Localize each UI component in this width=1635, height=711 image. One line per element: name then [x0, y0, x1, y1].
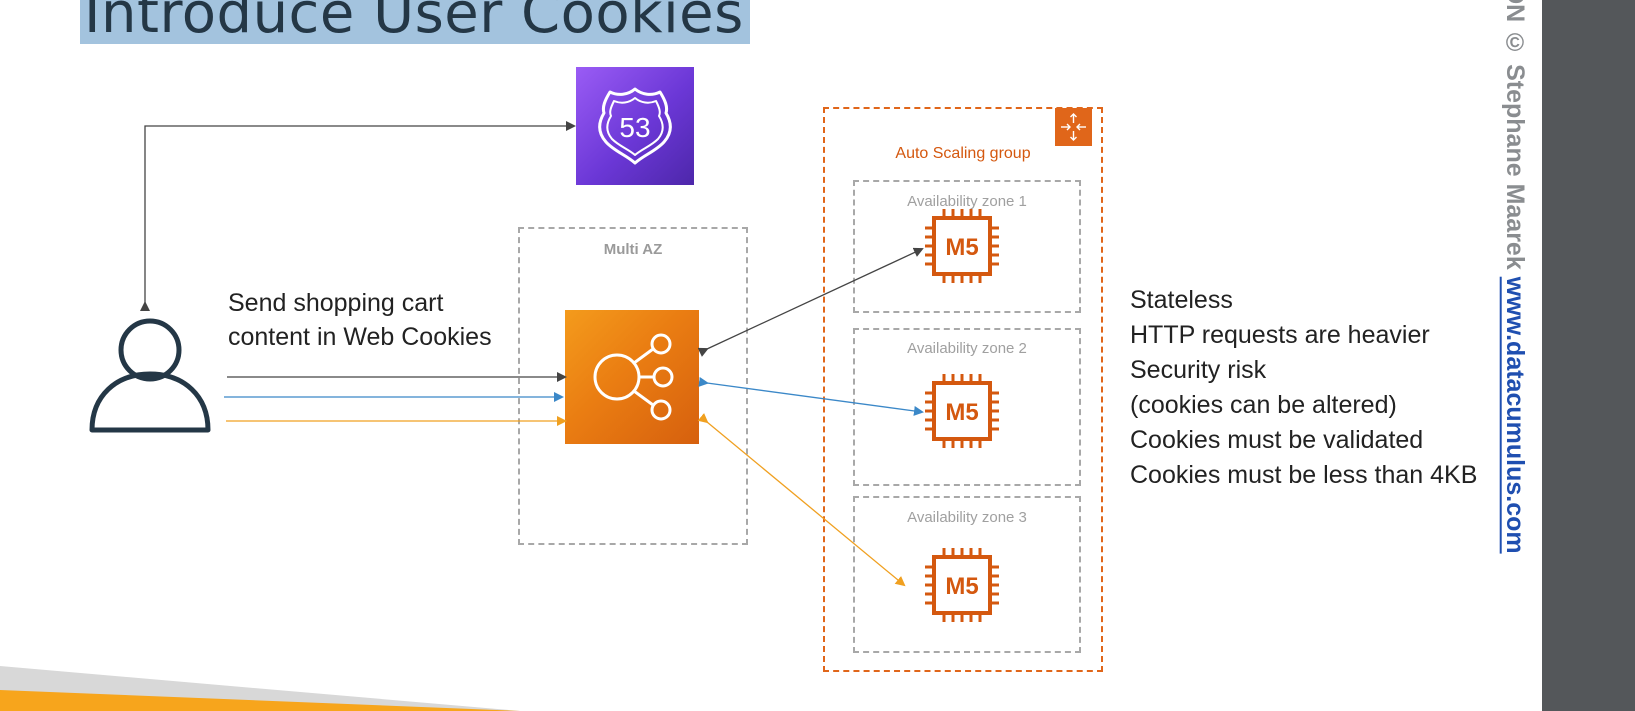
- slide-title: Introduce User Cookies: [80, 0, 750, 44]
- instance-3-label: M5: [945, 573, 978, 600]
- note-item: Stateless: [1130, 286, 1233, 314]
- note-item: Cookies must be less than 4KB: [1130, 461, 1478, 489]
- ec2-instance-3-icon: M5: [922, 545, 1002, 630]
- load-balancer-icon: [565, 310, 699, 444]
- auto-scaling-icon: [1055, 108, 1092, 146]
- ec2-instance-2-icon: M5: [922, 371, 1002, 456]
- availability-zone-1-box: [853, 180, 1081, 313]
- note-item: HTTP requests are heavier: [1130, 321, 1430, 349]
- availability-zone-1-label: Availability zone 1: [907, 193, 1027, 210]
- note-item: (cookies can be altered): [1130, 391, 1397, 419]
- note-item: Cookies must be validated: [1130, 426, 1424, 454]
- route53-connector: [140, 121, 576, 311]
- elb-to-instance-1-arrow: [697, 247, 924, 357]
- instance-1-label: M5: [945, 234, 978, 261]
- instance-2-label: M5: [945, 399, 978, 426]
- ec2-instance-1-icon: M5: [922, 206, 1002, 291]
- note-item: Security risk: [1130, 356, 1267, 384]
- auto-scaling-group-label: Auto Scaling group: [895, 145, 1031, 162]
- elb-to-instance-2-arrow: [698, 376, 924, 416]
- watermark: NOT FOR DISTRIBUTION © Stephane Maarek w…: [1495, 0, 1535, 711]
- user-icon: [88, 310, 212, 439]
- multi-az-label: Multi AZ: [603, 241, 663, 258]
- route53-icon: 53: [576, 67, 694, 185]
- watermark-text: NOT FOR DISTRIBUTION © Stephane Maarek: [1501, 0, 1529, 270]
- elb-to-instance-3-arrow: [697, 413, 906, 587]
- client-description: Send shopping cart content in Web Cookie…: [228, 286, 492, 354]
- connectors-layer: [140, 121, 924, 587]
- footer-decoration: [0, 666, 520, 711]
- client-description-line-1: Send shopping cart: [228, 289, 444, 317]
- route53-number: 53: [619, 112, 650, 143]
- availability-zone-3-label: Availability zone 3: [907, 509, 1027, 526]
- client-description-line-2: content in Web Cookies: [228, 323, 492, 351]
- right-side-band: [1542, 0, 1635, 711]
- watermark-link[interactable]: www.datacumulus.com: [1501, 276, 1529, 554]
- availability-zone-2-label: Availability zone 2: [907, 340, 1027, 357]
- notes-list: Stateless HTTP requests are heavier Secu…: [1130, 283, 1477, 493]
